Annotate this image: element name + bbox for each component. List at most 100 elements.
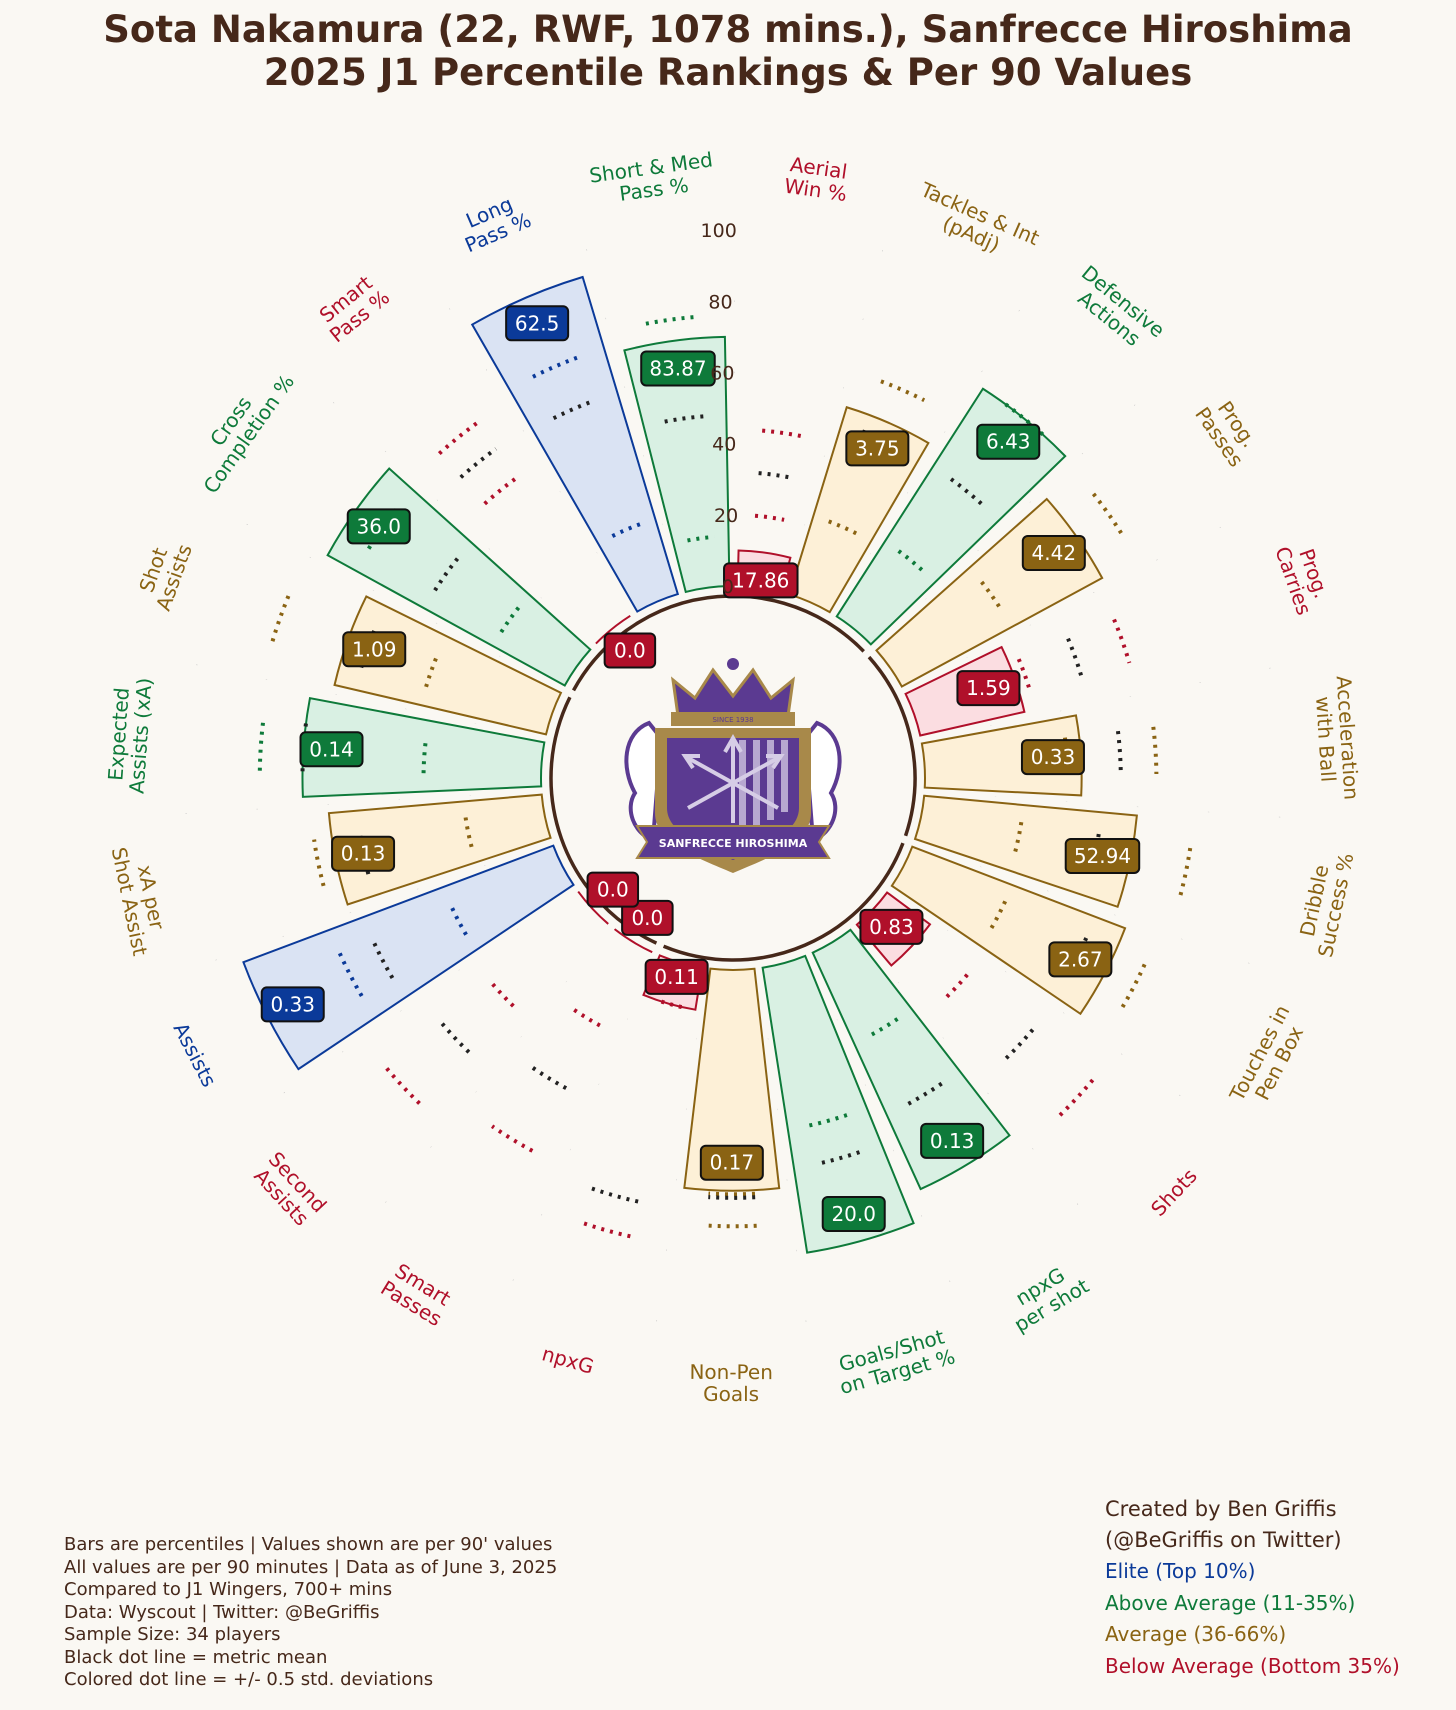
mean-dots-17: [300, 723, 308, 772]
value-box: [1021, 535, 1086, 572]
category-label-0: AerialWin %: [783, 152, 852, 206]
mean-dots-12: [590, 1186, 639, 1204]
legend-item-elite: Elite (Top 10%): [1105, 1559, 1256, 1583]
value-label-19: 36.0: [346, 508, 411, 545]
crest-arrows: [681, 733, 785, 823]
value-label-7: 2.67: [1048, 941, 1113, 978]
credit-line: (@BeGriffis on Twitter): [1105, 1528, 1342, 1552]
category-label-line: Shots: [1146, 1164, 1202, 1221]
value-text: 2.67: [1058, 947, 1103, 971]
bar-5: [920, 714, 1083, 797]
value-box: [1048, 941, 1113, 978]
mean-dots-8: [1001, 1028, 1035, 1063]
legend-item-above-average: Above Average (11-35%): [1105, 1590, 1356, 1615]
mean-dots-18: [359, 626, 378, 669]
value-box: [1020, 739, 1085, 776]
footnote-line: All values are per 90 minutes | Data as …: [64, 1556, 558, 1578]
tick-label-60: 60: [710, 363, 734, 385]
crest-stripes: [739, 740, 788, 826]
band-low-dots-1: [828, 519, 858, 536]
tick-label-100: 100: [701, 220, 737, 242]
band-high-dots-13: [490, 1124, 534, 1153]
value-label-13: 0.0: [621, 899, 674, 936]
band-low-dots-10: [808, 1113, 848, 1128]
tick-label-80: 80: [708, 291, 732, 313]
band-high-dots-5: [1151, 726, 1159, 775]
value-box: [260, 986, 325, 1023]
category-label-16: xA perShot Assist: [107, 841, 174, 958]
category-label-13: SmartPasses: [377, 1257, 458, 1331]
band-high-dots-22: [645, 314, 698, 326]
value-box: [640, 350, 716, 387]
value-box: [586, 871, 640, 908]
value-box: [723, 562, 799, 599]
band-low-dots-18: [424, 652, 440, 688]
mean-dots-15: [370, 937, 395, 979]
credit-line: Created by Ben Griffis: [1105, 1497, 1337, 1521]
crest-band: [671, 712, 795, 726]
value-text: 62.5: [515, 311, 560, 335]
mean-dots-7: [1064, 937, 1089, 978]
value-box: [1064, 837, 1141, 874]
band-high-dots-20: [437, 421, 479, 456]
group-arc-1: [867, 655, 917, 837]
band-low-dots-7: [988, 900, 1008, 932]
value-label-6: 52.94: [1064, 837, 1141, 874]
value-box: [342, 631, 407, 668]
mean-dots-22: [664, 414, 705, 424]
tick-label-20: 20: [714, 505, 738, 527]
chart-title-line-2: 2025 J1 Percentile Rankings & Per 90 Val…: [264, 51, 1193, 94]
band-low-dots-8: [942, 973, 969, 1002]
mean-dots-21: [552, 398, 596, 421]
mean-dots-10: [816, 1150, 861, 1166]
mean-dots-11: [708, 1195, 756, 1200]
value-text: 0.13: [341, 842, 386, 866]
value-text: 0.0: [631, 906, 663, 930]
category-label-line: with Ball: [1311, 696, 1341, 783]
value-label-0: 17.86: [723, 562, 799, 599]
band-high-dots-19: [366, 508, 399, 550]
bar-11: [683, 967, 781, 1192]
value-text: 52.94: [1074, 844, 1131, 868]
value-box: [976, 423, 1041, 460]
value-box: [845, 430, 910, 467]
category-label-7: Touches inPen Box: [1224, 1001, 1314, 1116]
mean-dots-20: [459, 447, 498, 479]
value-box: [621, 899, 674, 936]
value-label-9: 0.13: [920, 1122, 985, 1159]
category-label-6: DribbleSuccess %: [1292, 846, 1359, 959]
footnote-line: Bars are percentiles | Values shown are …: [64, 1534, 553, 1555]
band-low-dots-3: [980, 580, 1004, 613]
value-label-11: 0.17: [699, 1144, 764, 1181]
band-high-dots-0: [762, 428, 802, 438]
band-high-dots-16: [312, 839, 326, 887]
bar-6: [913, 794, 1138, 909]
value-label-3: 4.42: [1021, 535, 1086, 572]
value-label-20: 0.0: [603, 632, 657, 669]
mean-dots-19: [433, 557, 460, 592]
category-label-21: LongPass %: [453, 187, 535, 257]
value-text: 83.87: [649, 356, 706, 380]
category-label-5: Accelerationwith Ball: [1310, 675, 1364, 802]
mean-dots-16: [357, 832, 371, 875]
category-label-20: SmartPass %: [311, 268, 394, 348]
value-text: 0.17: [710, 1151, 755, 1175]
value-label-15: 0.33: [260, 986, 325, 1023]
band-low-dots-4: [1016, 658, 1033, 693]
value-box: [346, 508, 411, 545]
band-low-dots-21: [611, 522, 641, 538]
band-high-dots-6: [1177, 847, 1193, 900]
tick-label-40: 40: [712, 434, 736, 456]
footnotes: Bars are percentiles | Values shown are …: [64, 1534, 557, 1692]
crest-crown: [670, 667, 796, 718]
value-text: 0.0: [597, 878, 629, 902]
crest-ribbon-text: SANFRECCE HIROSHIMA: [659, 837, 808, 850]
value-box: [859, 908, 924, 945]
value-text: 0.0: [614, 638, 646, 662]
category-label-line: Goals: [703, 1382, 759, 1406]
club-crest-logo: SINCE 1938 SANFRECCE HIROSHIMA: [624, 658, 842, 873]
value-box: [603, 632, 657, 669]
band-low-dots-14: [487, 978, 515, 1008]
